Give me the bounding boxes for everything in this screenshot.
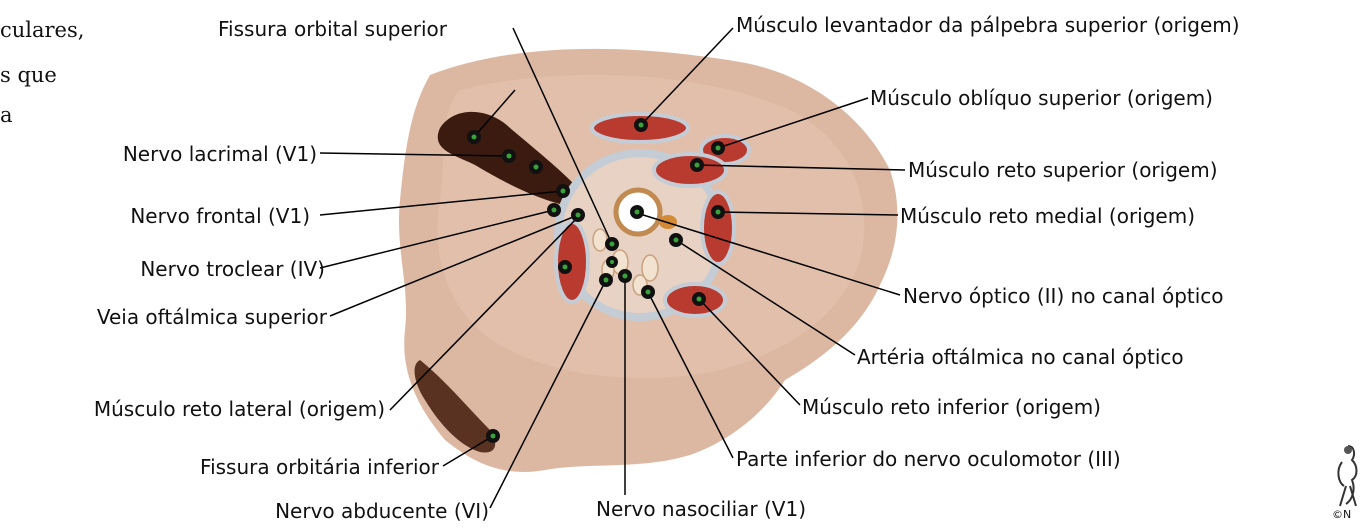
muscle-rectus-superior bbox=[654, 154, 726, 186]
label-oculomotor-inferior: Parte inferior do nervo oculomotor (III) bbox=[736, 448, 1121, 470]
label-musculo-reto-lateral: Músculo reto lateral (origem) bbox=[94, 398, 385, 420]
label-veia-oftalmica-superior: Veia oftálmica superior bbox=[97, 306, 327, 328]
label-nervo-lacrimal: Nervo lacrimal (V1) bbox=[123, 143, 317, 165]
label-musculo-reto-medial: Músculo reto medial (origem) bbox=[900, 205, 1195, 227]
label-musculo-obliquo-superior: Músculo oblíquo superior (origem) bbox=[870, 87, 1213, 109]
label-fissura-orbital-superior: Fissura orbital superior bbox=[218, 18, 447, 40]
label-nervo-optico: Nervo óptico (II) no canal óptico bbox=[903, 285, 1224, 307]
text-fragment-3: a bbox=[0, 100, 13, 130]
label-nervo-troclear: Nervo troclear (IV) bbox=[140, 258, 325, 280]
text-fragment-2: s que bbox=[0, 60, 57, 90]
label-nervo-frontal: Nervo frontal (V1) bbox=[130, 205, 310, 227]
label-arteria-oftalmica: Artéria oftálmica no canal óptico bbox=[857, 346, 1184, 368]
label-fissura-orbitaria-inferior: Fissura orbitária inferior bbox=[200, 456, 439, 478]
label-nervo-abducente: Nervo abducente (VI) bbox=[275, 500, 489, 522]
corner-text: ©N bbox=[1332, 508, 1351, 521]
muscle-rectus-medial bbox=[702, 192, 734, 264]
corner-logo: ©N bbox=[1326, 440, 1367, 525]
label-musculo-levantador: Músculo levantador da pálpebra superior … bbox=[736, 14, 1240, 36]
label-musculo-reto-superior: Músculo reto superior (origem) bbox=[908, 159, 1218, 181]
label-nervo-nasociliar: Nervo nasociliar (V1) bbox=[596, 498, 806, 520]
text-fragment-1: culares, bbox=[0, 15, 84, 45]
label-musculo-reto-inferior: Músculo reto inferior (origem) bbox=[802, 396, 1101, 418]
